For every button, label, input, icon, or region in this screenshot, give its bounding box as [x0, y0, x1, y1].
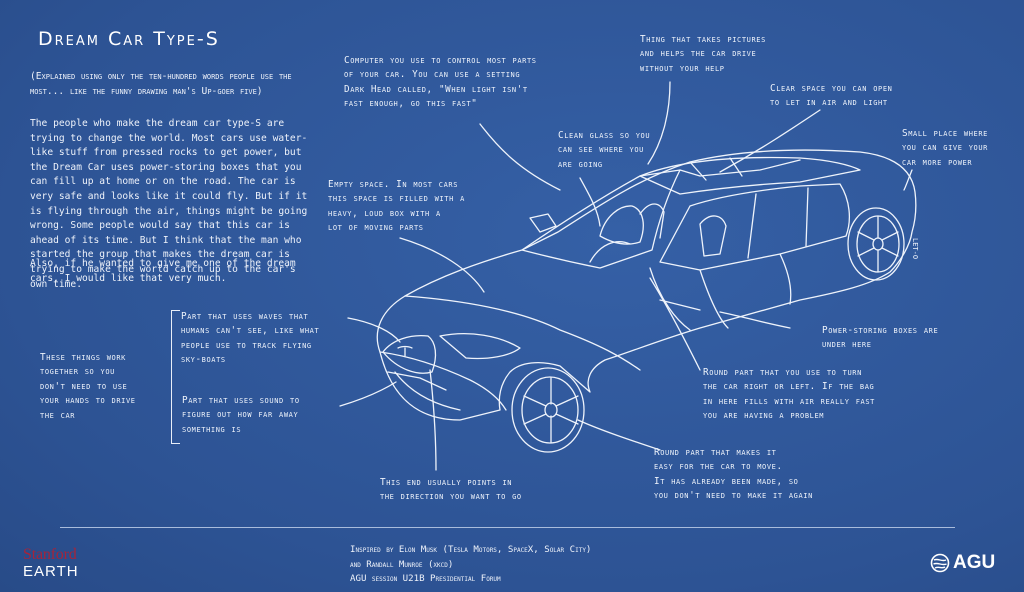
rear-wheel: [847, 207, 905, 281]
side-window: [659, 183, 851, 271]
note-computer: Computer you use to control most parts o…: [344, 55, 537, 110]
note-autopilot: These things work together so you don't …: [40, 352, 136, 421]
car-body-outline: [376, 149, 917, 421]
credits-line-2: and Randall Munroe (xkcd): [350, 559, 454, 570]
intro-request: Also, if he wanted to give me one of the…: [30, 258, 296, 284]
note-steering-wheel: Round part that you use to turn the car …: [703, 367, 875, 422]
note-front-trunk: Empty space. In most cars this space is …: [328, 179, 465, 234]
agu-wordmark: AGU: [953, 552, 996, 573]
agu-logo: AGU: [930, 552, 995, 574]
artist-signature: LET-O: [911, 238, 919, 259]
note-windshield: Clean glass so you can see where you are…: [558, 130, 651, 170]
credits-line-3: AGU session U21B Presidential Forum: [350, 574, 501, 584]
agu-globe-icon: [930, 553, 950, 573]
note-camera: Thing that takes pictures and helps the …: [640, 34, 766, 74]
intro-paragraph: The people who make the dream car type-S…: [30, 118, 308, 290]
headlight: [382, 334, 437, 374]
credits: Inspired by Elon Musk (Tesla Motors, Spa…: [350, 543, 591, 587]
glass-roof: [639, 156, 861, 195]
note-charge-port: Small place where you can give your car …: [902, 128, 988, 168]
stanford-earth-logo: Stanford EARTH: [23, 546, 79, 580]
sensors-bracket: [171, 310, 180, 444]
credits-line-1: Inspired by Elon Musk (Tesla Motors, Spa…: [350, 545, 592, 555]
earth-wordmark: EARTH: [23, 563, 79, 580]
note-sunroof: Clear space you can open to let in air a…: [770, 83, 893, 109]
windshield: [521, 169, 681, 269]
note-battery: Power-storing boxes are under here: [822, 325, 939, 351]
intro-note: (Explained using only the ten-hundred wo…: [30, 71, 292, 97]
footer-divider: [60, 527, 955, 528]
note-wheel: Round part that makes it easy for the ca…: [654, 447, 813, 502]
note-front-end: This end usually points in the direction…: [380, 477, 522, 503]
front-wheel: [511, 367, 585, 453]
page-title: Dream Car Type-S: [38, 28, 220, 50]
note-sonar: Part that uses sound to figure out how f…: [182, 395, 300, 435]
note-radar: Part that uses waves that humans can't s…: [181, 311, 320, 366]
stanford-wordmark: Stanford: [23, 546, 77, 563]
